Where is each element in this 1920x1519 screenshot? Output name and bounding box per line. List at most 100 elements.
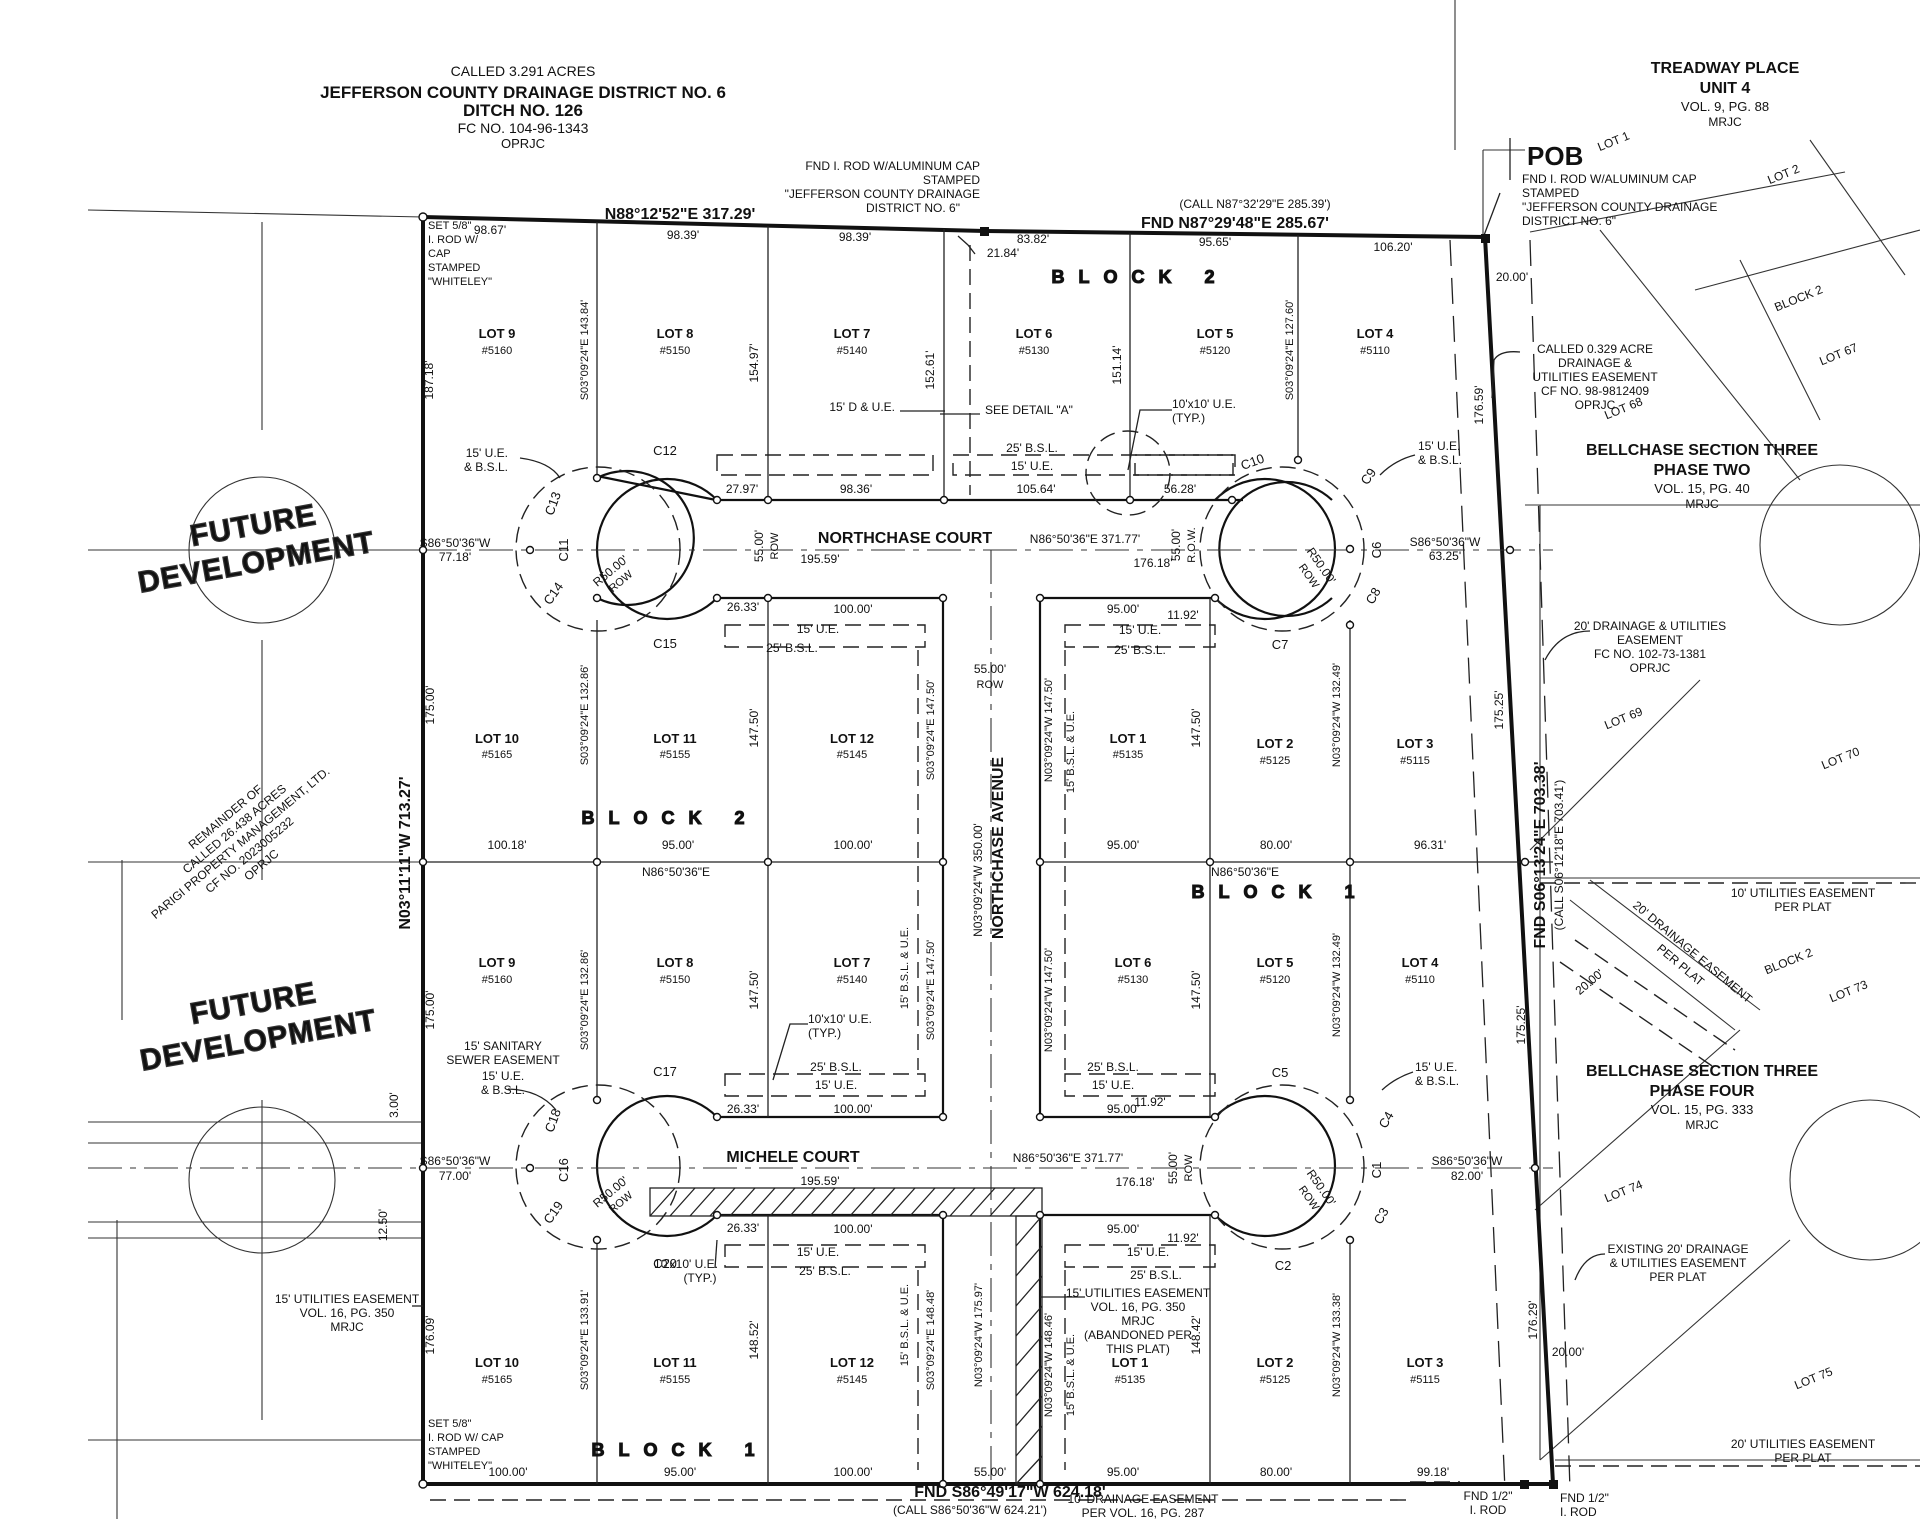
v-dim-s0309-14750-b: S03°09'24"E 147.50' [925,940,937,1041]
nc-center-bearing: N86°50'36"E 371.77' [1030,532,1140,546]
ue-bsl-15-nw-2: & B.S.L. [464,460,508,474]
mc-east-bearing: S86°50'36"W [1432,1154,1503,1168]
b1s-dim-2633: 26.33' [727,1221,759,1235]
fnd-half-e-1: FND 1/2" [1560,1491,1609,1505]
nc-east-dist: 63.25' [1429,549,1461,563]
adj-lot-70: LOT 70 [1819,744,1861,772]
n-dim-2184: 21.84' [987,246,1019,260]
east-dim-17525-a: 175.25' [1492,691,1506,730]
c1: C1 [1369,1162,1384,1179]
diag-width-20: 20.00' [1573,966,1607,998]
lot7-s-addr: #5140 [837,974,868,986]
lot4-s-addr: #5110 [1405,974,1435,986]
lot1-s-addr: #5135 [1115,1374,1146,1386]
bsl-25-b1-top: 25' B.S.L. [1114,643,1166,657]
c11: C11 [556,539,571,562]
nc-dim-9836: 98.36' [840,482,872,496]
c5: C5 [1272,1065,1289,1080]
pob-note-4: DISTRICT NO. 6" [1522,214,1616,228]
util-easement-15-c-1: 15' UTILITIES EASEMENT [1066,1286,1211,1300]
n-dim-9839-b: 98.39' [839,230,871,244]
v-dim-s0309-13286-b: S03°09'24"E 132.86' [579,950,591,1051]
called-0329-util: UTILITIES EASEMENT [1532,370,1658,384]
b1-dim-1192-top: 11.92' [1167,608,1198,622]
south-call: (CALL S86°50'36"W 624.21') [893,1503,1047,1517]
lot5-n-addr: #5120 [1200,345,1231,357]
lot2-n: LOT 2 [1257,736,1294,751]
bsl-ue-15-d: 15' B.S.L. & U.E. [1065,1334,1077,1416]
b2-dim-10000-top: 100.00' [834,602,873,616]
ue-15-n: 15' U.E. [1011,459,1053,473]
lot10-s: LOT 10 [475,1355,519,1370]
ue-bsl-15-se-1: 15' U.E. [1415,1060,1457,1074]
d-ue-15-top: 15' D & U.E. [829,400,895,414]
drain-easement-20-4: OPRJC [1630,661,1671,675]
util-easement-20-1: 20' UTILITIES EASEMENT [1731,1437,1876,1451]
lot4-n: LOT 4 [1357,326,1395,341]
c14: C14 [540,579,566,607]
lot9-s-addr: #5160 [482,974,513,986]
adj-block-2-ne: BLOCK 2 [1772,282,1825,314]
set-rod-north-3: CAP [428,248,451,260]
treadway-title: TREADWAY PLACE [1651,60,1800,77]
drain-easement-20-2: EASEMENT [1617,633,1684,647]
remainder-3: PARIGI PROPERTY MANAGEMENT, LTD. [148,764,332,922]
lot9-n-addr: #5160 [482,345,513,357]
b1s-dim-9500: 95.00' [1107,1222,1139,1236]
bsl-ue-15-a: 15' B.S.L. & U.E. [1065,711,1077,793]
lot5-s: LOT 5 [1257,955,1294,970]
fnd-rod-cap-1: FND I. ROD W/ALUMINUM CAP [805,159,980,173]
adjoining-property-lines [87,0,1920,1519]
bsl-ue-15-b: 15' B.S.L. & U.E. [899,927,911,1009]
ditch-title: DITCH NO. 126 [463,101,583,120]
fnd-rod-cap-3: "JEFFERSON COUNTY DRAINAGE [785,187,980,201]
bsl-ue-15-c: 15' B.S.L. & U.E. [899,1284,911,1366]
east-dim-17525-b: 175.25' [1514,1006,1528,1045]
drainage-district-title: JEFFERSON COUNTY DRAINAGE DISTRICT NO. 6 [320,83,726,102]
adj-block-2-se: BLOCK 2 [1762,945,1815,977]
lot7-n: LOT 7 [834,326,871,341]
sanitary-4: & B.S.L. [481,1083,525,1097]
nc-dim-10564: 105.64' [1017,482,1056,496]
util-easement-15-w-3: MRJC [330,1320,364,1334]
lot4-n-addr: #5110 [1360,345,1390,357]
mid-dim-9500-a: 95.00' [662,838,694,852]
v-dim-n0309-13338: N03°09'24"W 133.38' [1331,1293,1343,1397]
fc-number: FC NO. 104-96-1343 [458,120,589,136]
fnd-half-e-2: I. ROD [1560,1505,1597,1519]
east-width-20-bottom: 20.00' [1552,1345,1584,1359]
v-dim-n0309-14750-b: N03°09'24"W 147.50' [1043,948,1055,1052]
v-dim-s0309-13286-a: S03°09'24"E 132.86' [579,665,591,766]
util-easement-15-c-2: VOL. 16, PG. 350 [1091,1300,1186,1314]
v-dim-14842: 148.42' [1189,1316,1203,1355]
see-detail-a: SEE DETAIL "A" [985,403,1073,417]
lot5-n: LOT 5 [1197,326,1234,341]
bellchase-3-4-phase: PHASE FOUR [1650,1083,1755,1100]
bellchase-3-2-phase: PHASE TWO [1654,462,1751,479]
lot11-s-addr: #5155 [660,1374,691,1386]
set-rod-north-1: SET 5/8" [428,220,472,232]
lot1-n-addr: #5135 [1113,749,1144,761]
v-dim-n0309-17597: N03°09'24"W 175.97' [973,1283,985,1387]
pob-note-2: STAMPED [1522,186,1579,200]
mc-west-bearing: S86°50'36"W [420,1154,491,1168]
v-dim-n0309-14846: N03°09'24"W 148.46' [1043,1313,1055,1417]
set-rod-south-1: SET 5/8" [428,1418,472,1430]
ue-15-b1s-w: 15' U.E. [797,1245,839,1259]
v-dim-s0309-13391: S03°09'24"E 133.91' [579,1290,591,1391]
lot6-s: LOT 6 [1115,955,1152,970]
lot2-s-addr: #5125 [1260,1374,1291,1386]
ue-bsl-15-se-2: & B.S.L. [1415,1074,1459,1088]
mc-dim-1192: 11.92' [1134,1095,1165,1109]
c15: C15 [653,636,677,651]
treadway-unit: UNIT 4 [1700,80,1751,97]
lot11-s: LOT 11 [653,1355,696,1370]
mc-west-dist: 77.00' [439,1169,471,1183]
lot2-n-addr: #5125 [1260,755,1291,767]
lot11-n: LOT 11 [653,731,696,746]
bellchase-3-4-vol: VOL. 15, PG. 333 [1651,1102,1754,1117]
lot3-n-addr: #5115 [1400,755,1430,767]
east-dim-17629: 176.29' [1526,1301,1540,1340]
c13: C13 [542,490,564,518]
s-dim-9500-a: 95.00' [664,1465,696,1479]
